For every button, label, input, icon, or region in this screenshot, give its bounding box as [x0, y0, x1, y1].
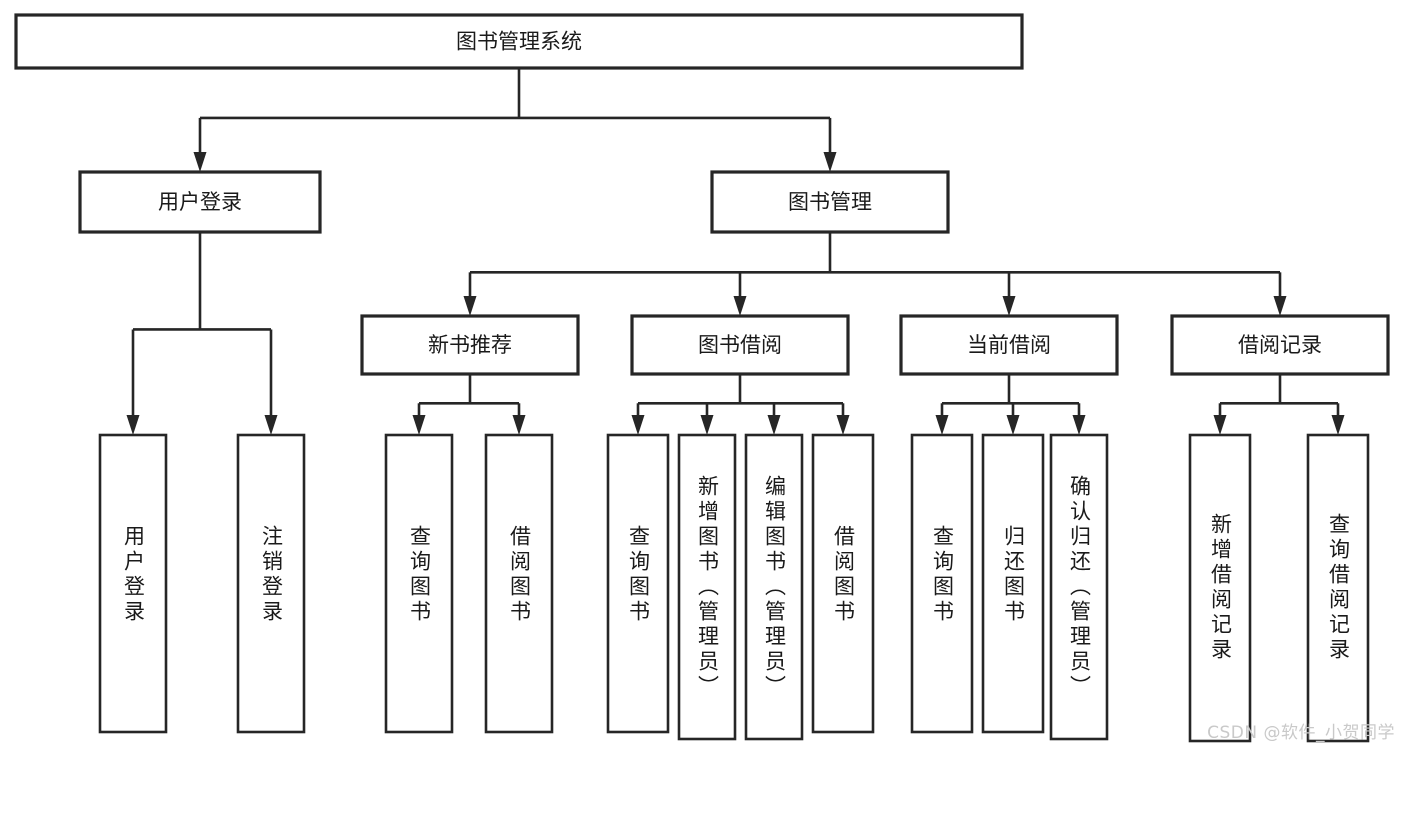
- node-box-leaf-confirm-return-admin[interactable]: [1049, 433, 1109, 741]
- arrow-icon: [264, 415, 278, 435]
- arrow-icon: [935, 415, 949, 435]
- node-box-root[interactable]: [14, 13, 1024, 70]
- arrow-icon: [1006, 415, 1020, 435]
- arrow-icon: [1331, 415, 1345, 435]
- connector-group-book-borrow: [631, 374, 850, 435]
- node-label-book-borrow: 图书借阅: [698, 333, 782, 357]
- node-label-borrow-records: 借阅记录: [1238, 333, 1322, 357]
- arrow-icon: [733, 296, 747, 316]
- connector-group-user-login: [126, 232, 278, 435]
- arrow-icon: [512, 415, 526, 435]
- arrow-icon: [412, 415, 426, 435]
- node-box-leaf-user-login[interactable]: [98, 433, 168, 734]
- node-box-leaf-query-book-borrow[interactable]: [606, 433, 670, 734]
- arrow-icon: [700, 415, 714, 435]
- node-label-new-book-recommend: 新书推荐: [428, 333, 512, 357]
- node-box-leaf-query-book-recommend[interactable]: [384, 433, 454, 734]
- arrow-icon: [1072, 415, 1086, 435]
- node-box-current-borrow[interactable]: [899, 314, 1119, 376]
- arrow-icon: [193, 152, 207, 172]
- arrow-icon: [1002, 296, 1016, 316]
- node-box-leaf-logout[interactable]: [236, 433, 306, 734]
- diagram-canvas: 图书管理系统用户登录图书管理新书推荐图书借阅当前借阅借阅记录 用户登录注销登录查…: [14, 13, 1395, 743]
- node-box-book-borrow[interactable]: [630, 314, 850, 376]
- node-label-root: 图书管理系统: [456, 30, 582, 54]
- node-box-leaf-borrow-book-recommend[interactable]: [484, 433, 554, 734]
- node-label-current-borrow: 当前借阅: [967, 333, 1051, 357]
- node-box-leaf-query-borrow-record[interactable]: [1306, 433, 1370, 743]
- arrow-icon: [126, 415, 140, 435]
- node-label-user-login: 用户登录: [158, 190, 242, 214]
- node-box-leaf-add-book-admin[interactable]: [677, 433, 737, 741]
- node-box-leaf-borrow-book[interactable]: [811, 433, 875, 734]
- connector-group-new-book-recommend: [412, 374, 526, 435]
- node-box-leaf-query-book-current[interactable]: [910, 433, 974, 734]
- arrow-icon: [823, 152, 837, 172]
- node-label-book-management: 图书管理: [788, 190, 872, 214]
- arrow-icon: [767, 415, 781, 435]
- node-box-new-book-recommend[interactable]: [360, 314, 580, 376]
- arrow-icon: [1273, 296, 1287, 316]
- connector-group-root: [193, 68, 837, 172]
- connector-group-book-management: [463, 232, 1287, 316]
- node-layer: [14, 13, 1390, 743]
- arrow-icon: [836, 415, 850, 435]
- arrow-icon: [631, 415, 645, 435]
- arrow-icon: [1213, 415, 1227, 435]
- connector-layer: [126, 68, 1345, 435]
- connector-group-current-borrow: [935, 374, 1086, 435]
- node-box-leaf-edit-book-admin[interactable]: [744, 433, 804, 741]
- node-box-book-management[interactable]: [710, 170, 950, 234]
- node-box-user-login[interactable]: [78, 170, 322, 234]
- connector-group-borrow-records: [1213, 374, 1345, 435]
- arrow-icon: [463, 296, 477, 316]
- node-box-borrow-records[interactable]: [1170, 314, 1390, 376]
- node-box-leaf-add-borrow-record[interactable]: [1188, 433, 1252, 743]
- node-box-leaf-return-book[interactable]: [981, 433, 1045, 734]
